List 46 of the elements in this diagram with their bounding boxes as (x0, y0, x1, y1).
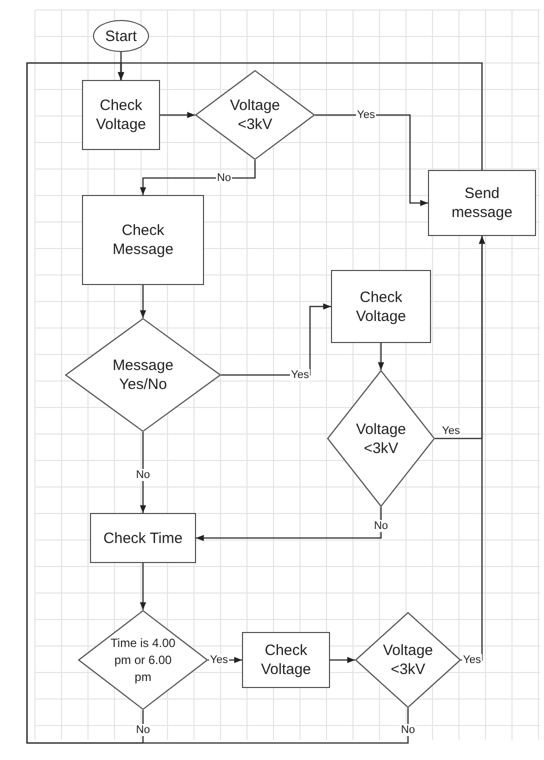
decision-diamond (78, 610, 208, 710)
node-text: Check Voltage (354, 288, 408, 326)
node-text: Send message (450, 184, 514, 222)
node-text: Check Message (112, 221, 174, 259)
node-text: Voltage <3kV (354, 420, 408, 458)
edge-label: Yes (209, 654, 229, 666)
node-text: Check Voltage (260, 641, 312, 679)
decision-diamond (195, 70, 315, 160)
edge-label: Yes (290, 369, 310, 381)
node-text: Start (105, 26, 137, 46)
arrow (330, 656, 355, 664)
process-box (82, 195, 204, 285)
start-terminal (93, 20, 149, 52)
arrow (26, 62, 409, 744)
node-text: Voltage <3kV (228, 96, 282, 134)
edge-label: Yes (441, 425, 461, 437)
node-text: Time is 4.00 pm or 6.00 pm (110, 634, 176, 686)
process-box (428, 170, 536, 236)
node-text: Voltage <3kV (382, 641, 434, 679)
node-text: Message Yes/No (112, 356, 174, 394)
edge-label: No (134, 724, 152, 736)
process-box (242, 632, 330, 688)
process-box (90, 513, 196, 563)
edge-label: Yes (462, 654, 482, 666)
decision-diamond (65, 318, 221, 432)
arrow (315, 114, 428, 206)
arrow (221, 303, 331, 376)
arrow (140, 285, 146, 318)
edge-label: No (216, 172, 232, 184)
arrow (140, 160, 256, 195)
arrow (196, 507, 382, 542)
arrow (140, 563, 146, 610)
decision-diamond (355, 612, 461, 708)
arrow (461, 236, 486, 661)
node-text: Check Time (103, 528, 183, 548)
arrow (160, 112, 195, 118)
edge-label: Yes (356, 109, 376, 121)
process-box (331, 270, 431, 343)
edge-label: No (134, 469, 152, 481)
node-text: Check Voltage (94, 96, 148, 134)
decision-diamond (327, 370, 435, 507)
edge-label: No (400, 724, 416, 736)
process-box (82, 80, 160, 150)
arrow (378, 343, 384, 370)
edge-label: No (372, 520, 390, 532)
arrow (140, 432, 146, 513)
